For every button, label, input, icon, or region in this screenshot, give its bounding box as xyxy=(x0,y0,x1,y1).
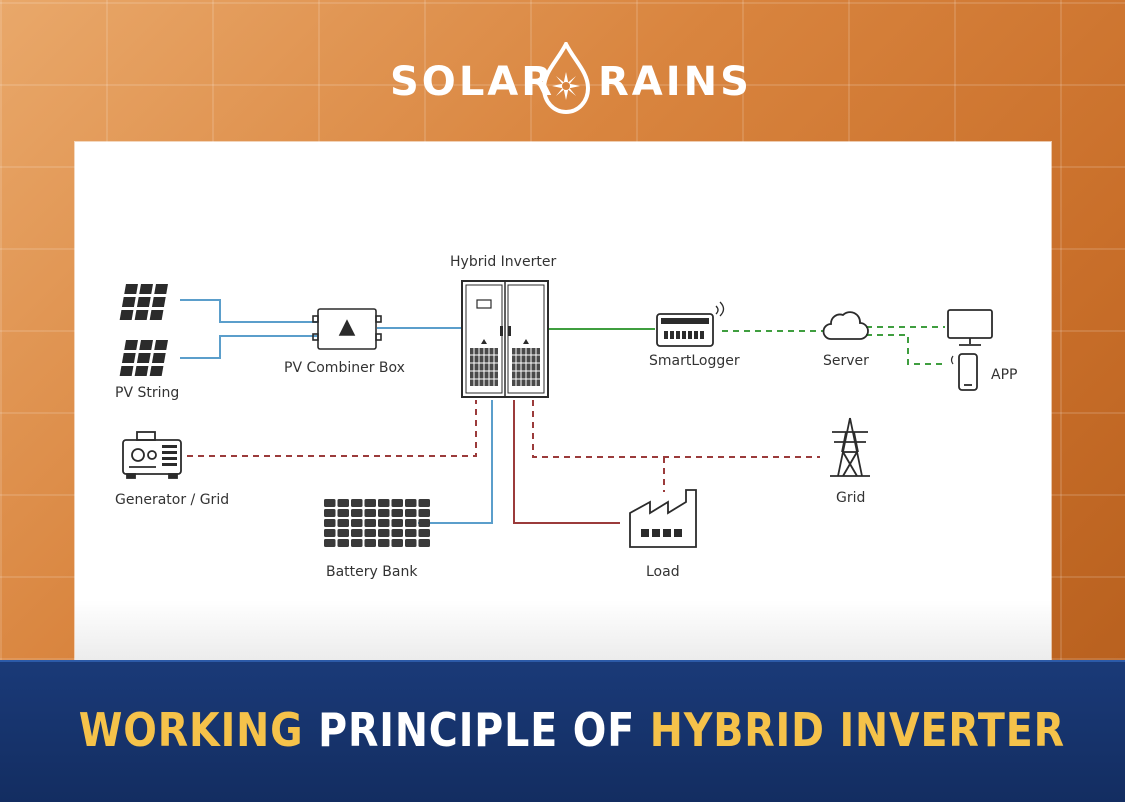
battery-cell-icon xyxy=(405,539,417,547)
inverter-to-grid-line xyxy=(532,400,820,458)
battery-cell-icon xyxy=(405,519,417,527)
battery-cell-icon xyxy=(391,519,403,527)
battery-cell-icon xyxy=(351,519,363,527)
battery-cell-icon xyxy=(324,519,336,527)
pv-to-combiner-line-top xyxy=(180,299,317,323)
battery-to-inverter-line xyxy=(418,400,493,524)
battery-cell-icon xyxy=(391,529,403,537)
factory-load-icon xyxy=(629,489,697,548)
app-label: APP xyxy=(991,367,1017,383)
battery-cell-icon xyxy=(391,499,403,507)
battery-cell-icon xyxy=(418,499,430,507)
server-label: Server xyxy=(823,353,869,369)
battery-cell-icon xyxy=(378,539,390,547)
battery-cell-icon xyxy=(364,539,376,547)
battery-cell-icon xyxy=(418,519,430,527)
battery-cell-icon xyxy=(351,509,363,517)
server-to-app-line xyxy=(866,334,945,365)
battery-cell-icon xyxy=(324,509,336,517)
cloud-server-icon xyxy=(822,311,869,340)
sun-drop-logo-icon xyxy=(541,42,591,114)
battery-cell-icon xyxy=(324,529,336,537)
pv-combiner-box-label: PV Combiner Box xyxy=(284,360,405,376)
battery-cell-icon xyxy=(405,499,417,507)
generator-icon xyxy=(122,431,182,479)
card-bottom-fade xyxy=(75,600,1051,660)
pv-panel-icon xyxy=(119,340,168,376)
solarrains-logo: SOLAR RAINS xyxy=(390,42,749,114)
battery-cell-icon xyxy=(324,539,336,547)
battery-cell-icon xyxy=(364,529,376,537)
battery-cell-icon xyxy=(378,509,390,517)
smartphone-icon xyxy=(950,353,978,391)
combiner-box-icon xyxy=(312,308,382,350)
battery-cell-icon xyxy=(391,539,403,547)
load-label: Load xyxy=(646,564,680,580)
hybrid-inverter-diagram: PV String PV Combiner Box Hybrid Inverte… xyxy=(115,254,1017,580)
power-tower-icon xyxy=(830,417,870,477)
grid-label: Grid xyxy=(836,490,865,506)
battery-cell-icon xyxy=(337,539,349,547)
battery-bank-icon xyxy=(324,499,430,547)
logo-text-left: SOLAR xyxy=(390,59,556,105)
battery-cell-icon xyxy=(378,499,390,507)
inverter-to-load-line xyxy=(513,400,620,524)
battery-cell-icon xyxy=(337,499,349,507)
page-title: WORKING PRINCIPLE OF HYBRID INVERTER xyxy=(78,702,1064,758)
battery-cell-icon xyxy=(418,539,430,547)
battery-cell-icon xyxy=(405,509,417,517)
battery-cell-icon xyxy=(337,509,349,517)
title-part-hybrid-inverter: HYBRID INVERTER xyxy=(649,703,1065,757)
monitor-icon xyxy=(947,309,993,346)
title-banner: WORKING PRINCIPLE OF HYBRID INVERTER xyxy=(0,660,1125,802)
smartlogger-icon xyxy=(656,301,725,347)
hybrid-inverter-cabinet-icon xyxy=(461,280,549,398)
battery-cell-icon xyxy=(418,529,430,537)
battery-cell-icon xyxy=(337,529,349,537)
battery-bank-label: Battery Bank xyxy=(326,564,418,580)
battery-cell-icon xyxy=(364,509,376,517)
smartlogger-label: SmartLogger xyxy=(649,353,740,369)
battery-cell-icon xyxy=(391,509,403,517)
battery-cell-icon xyxy=(351,539,363,547)
pv-to-combiner-line-bottom xyxy=(180,335,317,359)
pv-string-label: PV String xyxy=(115,385,179,401)
battery-cell-icon xyxy=(324,499,336,507)
generator-grid-label: Generator / Grid xyxy=(115,492,229,508)
title-part-working: WORKING xyxy=(78,703,304,757)
battery-cell-icon xyxy=(337,519,349,527)
battery-cell-icon xyxy=(364,519,376,527)
battery-cell-icon xyxy=(351,529,363,537)
generator-to-inverter-line xyxy=(187,400,477,457)
battery-cell-icon xyxy=(378,529,390,537)
pv-panel-icon xyxy=(119,284,168,320)
battery-cell-icon xyxy=(364,499,376,507)
logo-text-right: RAINS xyxy=(598,59,752,105)
battery-cell-icon xyxy=(418,509,430,517)
hybrid-inverter-label: Hybrid Inverter xyxy=(450,254,556,270)
battery-cell-icon xyxy=(405,529,417,537)
battery-cell-icon xyxy=(351,499,363,507)
diagram-card: PV String PV Combiner Box Hybrid Inverte… xyxy=(75,142,1051,660)
battery-cell-icon xyxy=(378,519,390,527)
title-part-principle-of: PRINCIPLE OF xyxy=(318,703,636,757)
